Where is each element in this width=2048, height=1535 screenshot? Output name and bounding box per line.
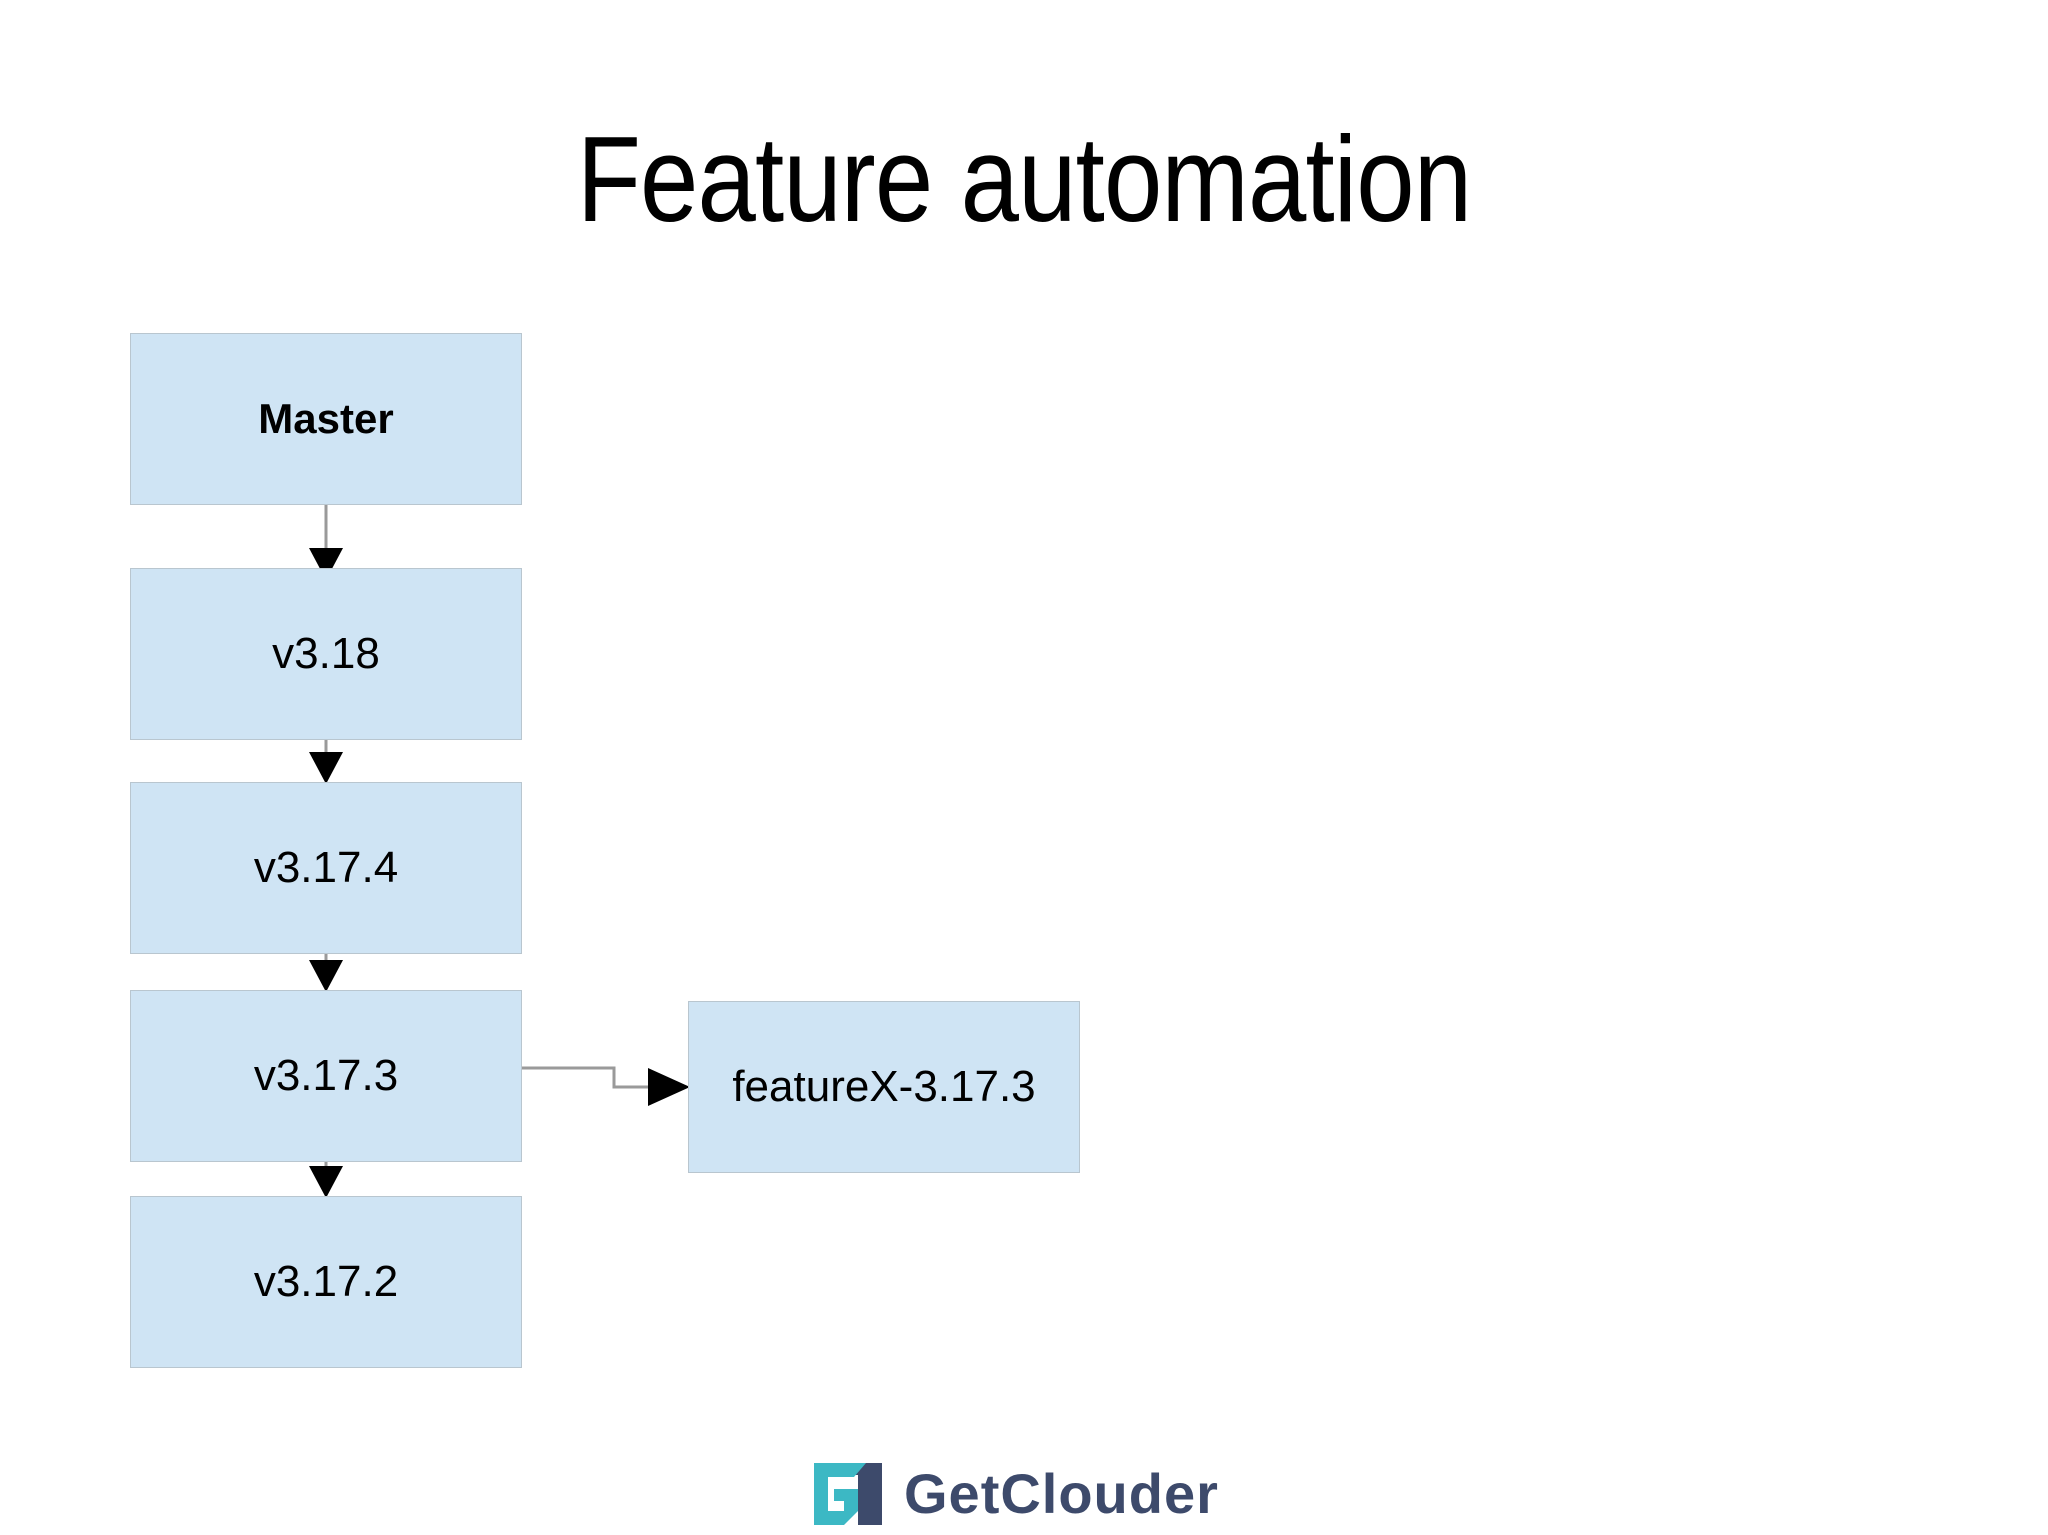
edge-v3174-to-v3173 <box>309 954 343 992</box>
flow-node-v3-17-3[interactable]: v3.17.3 <box>130 990 522 1162</box>
getclouder-logo: GetClouder <box>814 1455 1234 1533</box>
flow-node-v3-17-4[interactable]: v3.17.4 <box>130 782 522 954</box>
edge-v318-to-v3174 <box>309 740 343 784</box>
getclouder-g-mark-icon <box>814 1463 882 1525</box>
getclouder-wordmark: GetClouder <box>904 1462 1219 1525</box>
flow-node-v3-17-2[interactable]: v3.17.2 <box>130 1196 522 1368</box>
edge-v3173-to-featurex <box>522 1066 690 1106</box>
flow-node-v3-18[interactable]: v3.18 <box>130 568 522 740</box>
flow-node-featurex-3-17-3[interactable]: featureX-3.17.3 <box>688 1001 1080 1173</box>
page-title: Feature automation <box>576 111 1472 247</box>
flow-node-master[interactable]: Master <box>130 333 522 505</box>
edge-v3173-to-v3172 <box>309 1162 343 1198</box>
